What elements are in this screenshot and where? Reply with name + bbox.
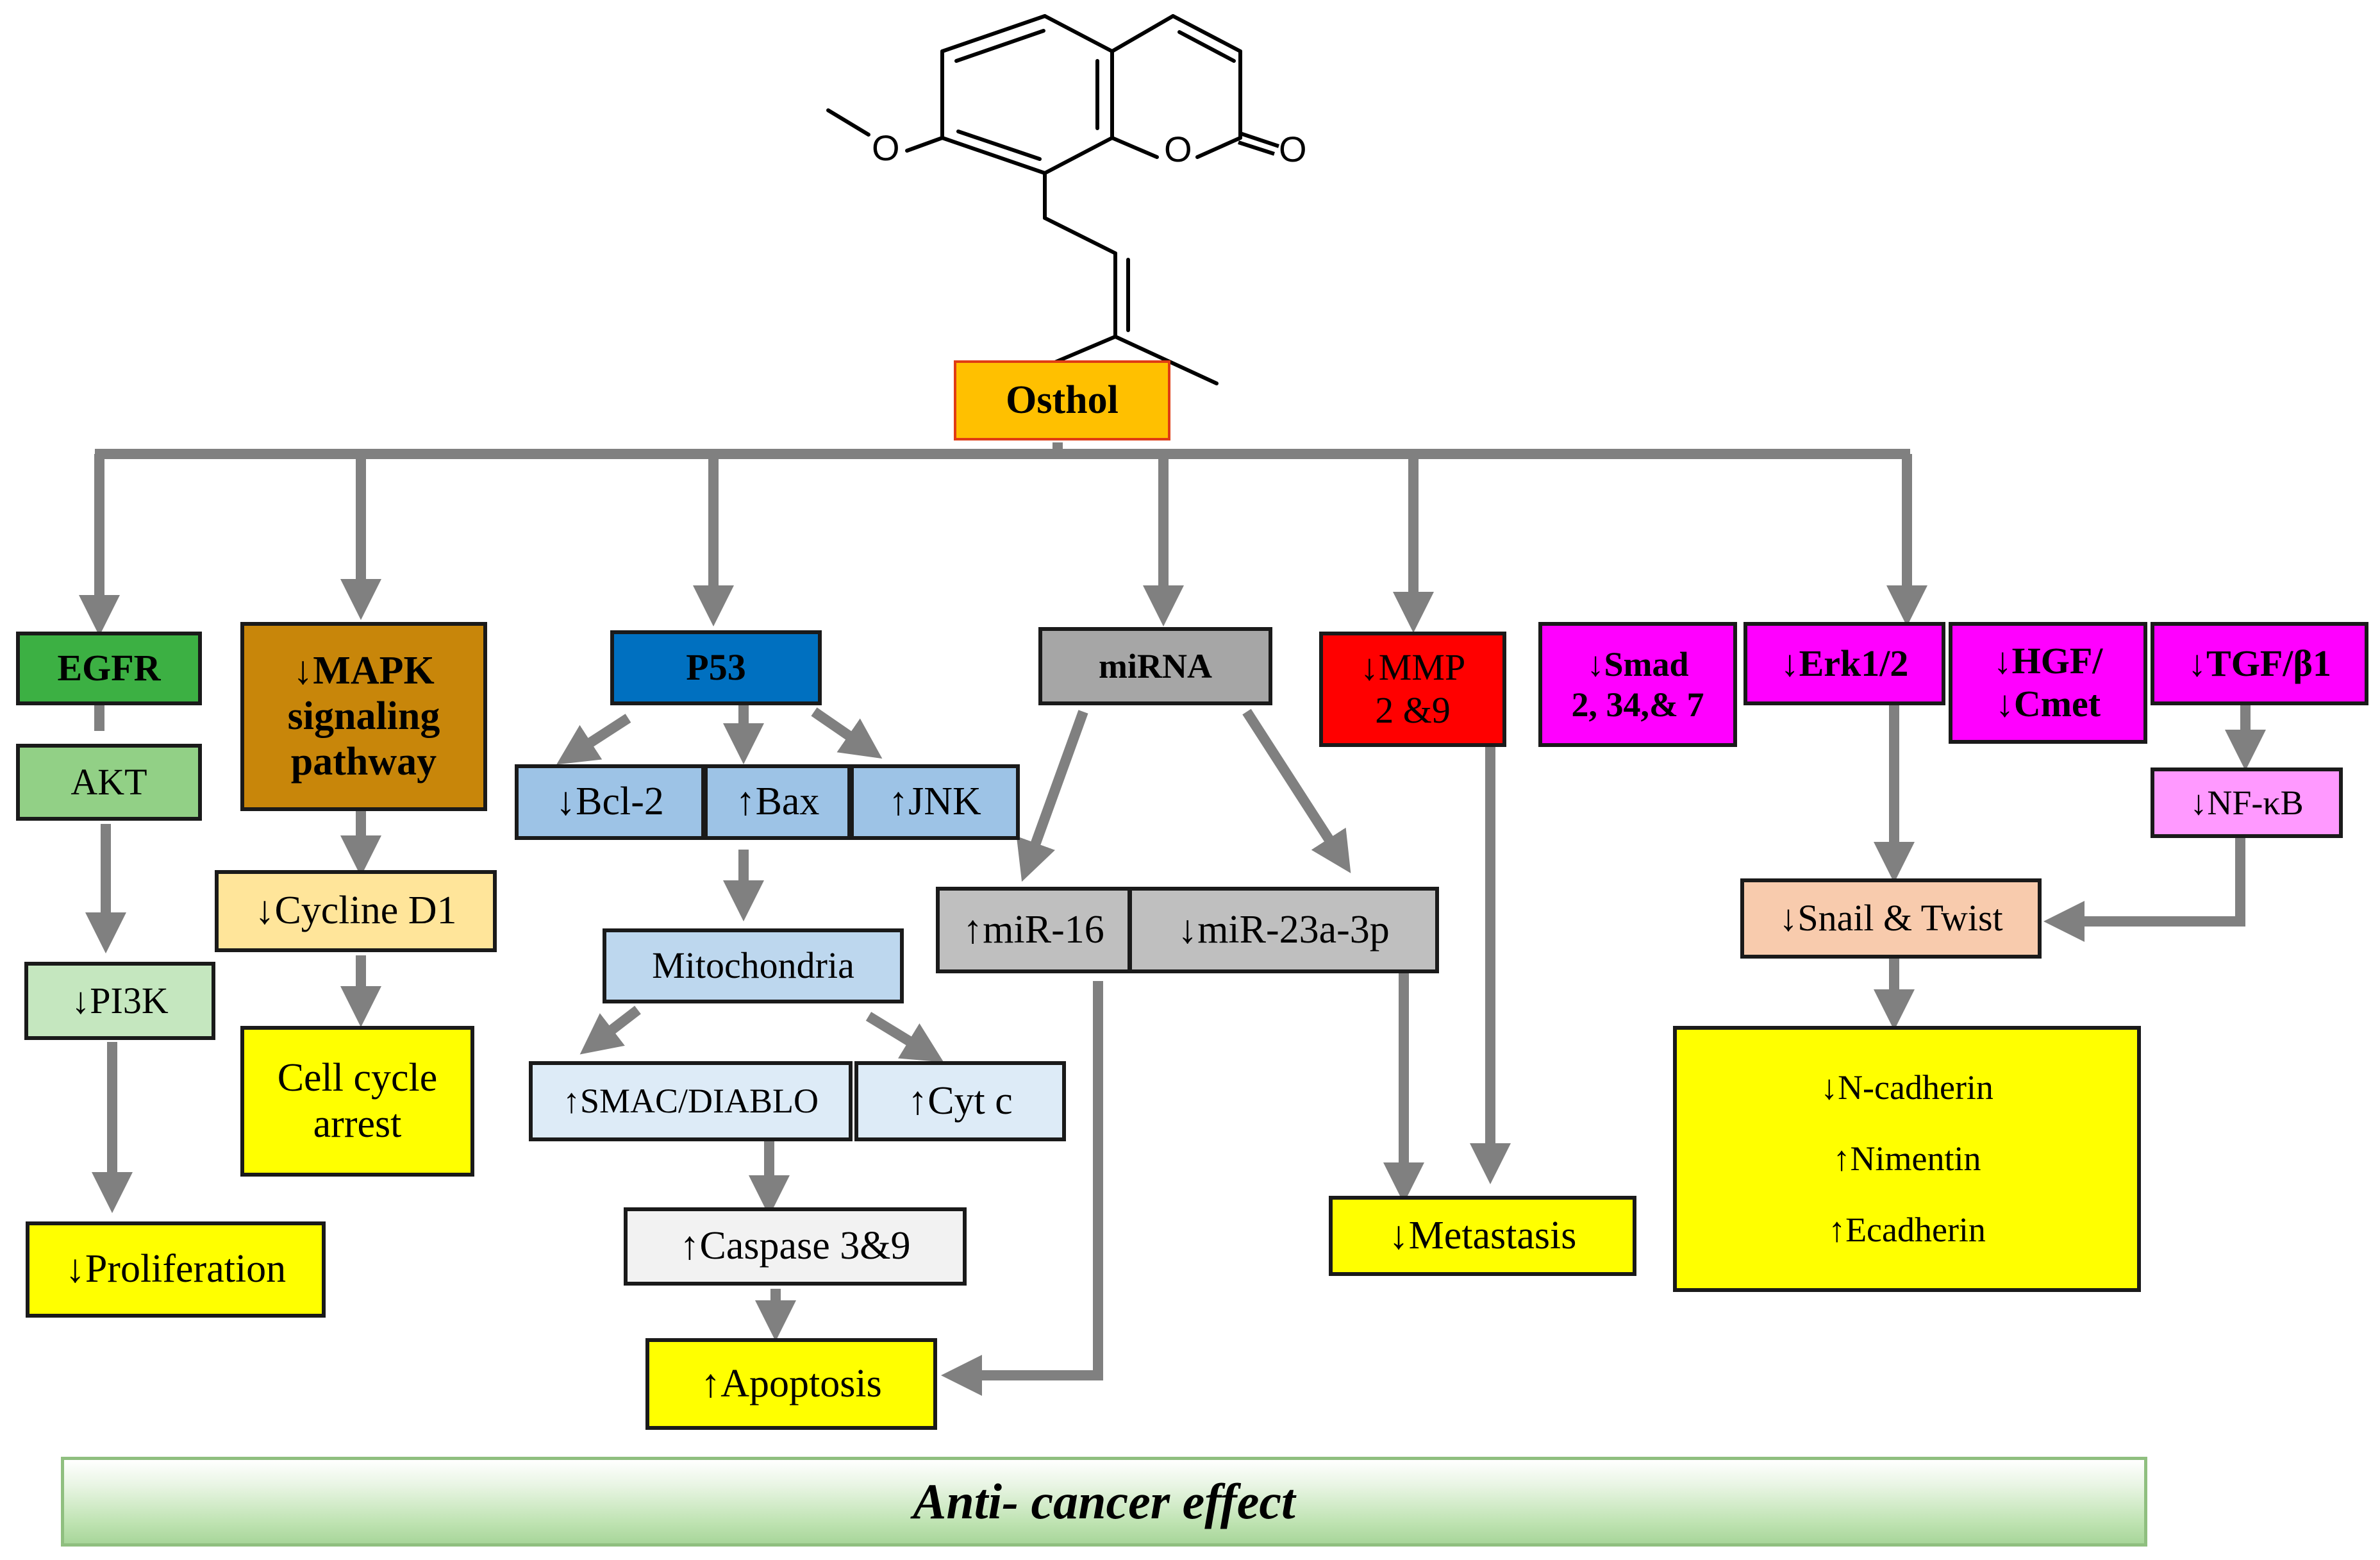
erk-label: ↓Erk1/2 [1780,642,1909,684]
snail-twist-node: ↓Snail & Twist [1740,878,2042,959]
apoptosis-node: ↑Apoptosis [645,1338,937,1430]
mmp-node: ↓MMP 2 &9 [1319,632,1506,747]
jnk-node: ↑JNK [850,764,1020,840]
mir23-label: ↓miR-23a-3p [1178,907,1390,952]
osthol-node: Osthol [954,360,1170,440]
egfr-node: EGFR [16,632,202,705]
egfr-label: EGFR [57,647,161,689]
emt-line-ncadherin: ↓N-cadherin [1820,1068,1993,1107]
mir16-node: ↑miR-16 [936,887,1131,973]
mir23-node: ↓miR-23a-3p [1128,887,1439,973]
proliferation-node: ↓Proliferation [26,1221,326,1318]
smad-line-1: ↓Smad [1586,645,1689,684]
hgf-line-1: ↓HGF/ [1993,640,2103,682]
cycline-label: ↓Cycline D1 [254,889,457,933]
cell-cycle-line-2: arrest [313,1102,402,1146]
cytc-node: ↑Cyt c [854,1061,1066,1141]
apoptosis-label: ↑Apoptosis [701,1361,882,1405]
mirna-node: miRNA [1038,627,1272,705]
svg-text:O: O [1279,129,1307,169]
osthol-label: Osthol [1006,378,1119,422]
emt-line-ecadherin: ↑Ecadherin [1828,1211,1986,1250]
jnk-label: ↑JNK [888,780,981,824]
caspase-node: ↑Caspase 3&9 [624,1207,967,1286]
bax-node: ↑Bax [704,764,851,840]
hgf-line-2: ↓Cmet [1995,683,2101,725]
mmp-line-2: 2 &9 [1375,689,1451,731]
cell-cycle-node: Cell cycle arrest [240,1026,474,1177]
svg-text:O: O [1164,129,1192,169]
hgf-cmet-node: ↓HGF/ ↓Cmet [1949,622,2147,744]
nfkb-node: ↓NF-κB [2151,767,2343,838]
caspase-label: ↑Caspase 3&9 [679,1224,911,1268]
bax-label: ↑Bax [735,780,820,824]
cell-cycle-line-1: Cell cycle [277,1056,438,1100]
mapk-line-3: pathway [290,740,437,784]
anti-cancer-effect-label: Anti- cancer effect [913,1473,1295,1529]
mitochondria-node: Mitochondria [603,928,904,1003]
anti-cancer-effect-banner: Anti- cancer effect [61,1457,2147,1547]
svg-text:O: O [872,128,900,168]
snail-twist-label: ↓Snail & Twist [1779,897,2003,939]
metastasis-label: ↓Metastasis [1388,1213,1577,1257]
mir16-label: ↑miR-16 [963,907,1104,952]
mmp-line-1: ↓MMP [1360,646,1466,689]
p53-node: P53 [610,630,822,705]
mirna-label: miRNA [1099,646,1212,685]
akt-label: AKT [71,760,147,803]
akt-node: AKT [16,744,202,821]
erk-node: ↓Erk1/2 [1743,622,1945,705]
pi3k-label: ↓PI3K [71,979,169,1021]
smad-node: ↓Smad 2, 34,& 7 [1538,622,1737,747]
pi3k-node: ↓PI3K [24,962,215,1040]
bcl2-node: ↓Bcl-2 [515,764,705,840]
smac-diablo-node: ↑SMAC/DIABLO [529,1061,853,1141]
metastasis-node: ↓Metastasis [1329,1196,1636,1276]
mapk-node: ↓MAPK signaling pathway [240,622,487,811]
cytc-label: ↑Cyt c [908,1078,1013,1123]
cycline-node: ↓Cycline D1 [215,870,497,952]
nfkb-label: ↓NF-κB [2190,783,2304,822]
p53-label: P53 [686,646,746,689]
mitochondria-label: Mitochondria [652,944,854,987]
tgf-label: ↓TGF/β1 [2188,642,2331,684]
smac-diablo-label: ↑SMAC/DIABLO [562,1082,819,1121]
tgf-node: ↓TGF/β1 [2151,622,2368,705]
emt-markers-node: ↓N-cadherin ↑Nimentin ↑Ecadherin [1673,1026,2141,1292]
proliferation-label: ↓Proliferation [65,1247,287,1291]
mapk-line-2: signaling [287,694,440,738]
emt-line-nimentin: ↑Nimentin [1833,1139,1981,1178]
mapk-line-1: ↓MAPK [293,648,435,692]
smad-line-2: 2, 34,& 7 [1571,685,1704,724]
bcl2-label: ↓Bcl-2 [556,780,664,824]
